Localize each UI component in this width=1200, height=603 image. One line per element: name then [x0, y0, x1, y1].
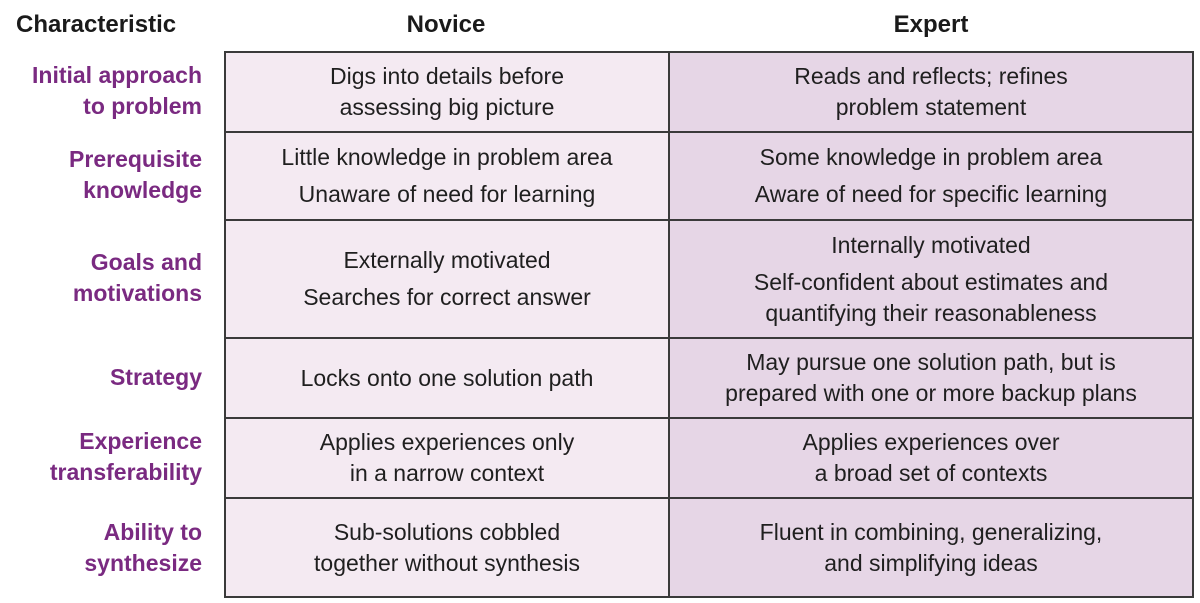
expert-cell-initial-approach: Reads and reflects; refines problem stat…	[670, 53, 1192, 133]
row-label-initial-approach: Initial approach to problem	[32, 62, 202, 119]
cell-text: Sub-solutions cobbled together without s…	[314, 518, 580, 576]
novice-cell-goals-motivations: Externally motivated Searches for correc…	[226, 221, 670, 339]
row-label-experience-transferability: Experience transferability	[49, 428, 202, 485]
header-characteristic: Characteristic	[16, 11, 177, 38]
row-label-strategy: Strategy	[109, 363, 202, 390]
novice-cell-strategy: Locks onto one solution path	[226, 339, 670, 419]
cell-text: Unaware of need for learning	[298, 181, 596, 207]
row-label-goals-motivations: Goals and motivations	[72, 249, 202, 306]
row-label-ability-to-synthesize: Ability to synthesize	[84, 518, 202, 576]
cell-text: Applies experiences only in a narrow con…	[319, 429, 575, 486]
expert-cell-prerequisite-knowledge: Some knowledge in problem area Aware of …	[670, 133, 1192, 221]
cell-text: Fluent in combining, generalizing, and s…	[759, 518, 1103, 576]
cell-text: Some knowledge in problem area	[759, 144, 1103, 170]
cell-text: Externally motivated	[343, 247, 551, 273]
expert-cell-goals-motivations: Internally motivated Self-confident abou…	[670, 221, 1192, 339]
cell-text: Self-confident about estimates and quant…	[753, 268, 1109, 326]
cell-text: Digs into details before assessing big p…	[330, 63, 564, 120]
novice-cell-prerequisite-knowledge: Little knowledge in problem area Unaware…	[226, 133, 670, 221]
cell-text: Reads and reflects; refines problem stat…	[794, 63, 1068, 120]
cell-text: Internally motivated	[831, 231, 1031, 258]
expert-cell-strategy: May pursue one solution path, but is pre…	[670, 339, 1192, 419]
expert-cell-ability-to-synthesize: Fluent in combining, generalizing, and s…	[670, 499, 1192, 596]
cell-text: Aware of need for specific learning	[754, 181, 1108, 207]
header-novice: Novice	[406, 11, 486, 38]
expert-cell-experience-transferability: Applies experiences over a broad set of …	[670, 419, 1192, 499]
novice-cell-experience-transferability: Applies experiences only in a narrow con…	[226, 419, 670, 499]
row-label-prerequisite-knowledge: Prerequisite knowledge	[69, 146, 202, 203]
header-expert: Expert	[893, 11, 969, 38]
cell-text: May pursue one solution path, but is pre…	[725, 349, 1137, 406]
cell-text: Locks onto one solution path	[300, 364, 594, 391]
cell-text: Applies experiences over a broad set of …	[802, 429, 1060, 486]
comparison-table: Digs into details before assessing big p…	[224, 51, 1194, 598]
cell-text: Searches for correct answer	[303, 284, 591, 310]
novice-cell-ability-to-synthesize: Sub-solutions cobbled together without s…	[226, 499, 670, 596]
cell-text: Little knowledge in problem area	[281, 144, 613, 170]
novice-cell-initial-approach: Digs into details before assessing big p…	[226, 53, 670, 133]
